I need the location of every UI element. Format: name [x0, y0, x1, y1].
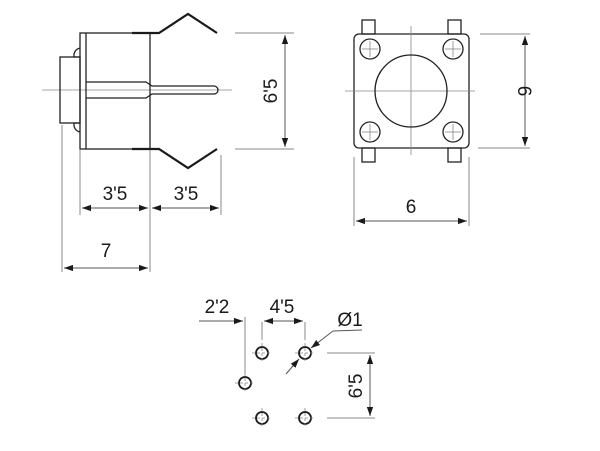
leg	[447, 19, 462, 35]
leg	[361, 147, 376, 163]
lead-left-label: 3'5	[103, 184, 128, 205]
top-view: 6 6	[345, 19, 534, 226]
center-pin	[86, 81, 219, 99]
actuator-circle	[374, 54, 448, 128]
footprint-holes	[235, 343, 315, 428]
leader-arrow	[310, 330, 334, 349]
leader-arrow-2	[285, 358, 300, 375]
footprint: 2'2 4'5 Ø1 6'5	[199, 297, 375, 428]
side-height-label: 6'5	[261, 79, 282, 104]
corner-holes	[359, 38, 464, 143]
side-view: 6'5 3'5 3'5 7	[42, 12, 294, 272]
body	[79, 32, 151, 150]
top-height-label: 6	[513, 86, 534, 97]
lead-right-label: 3'5	[174, 184, 199, 205]
offset-label: 2'2	[205, 297, 230, 318]
leg	[361, 19, 376, 35]
top-width-label: 6	[406, 197, 417, 218]
lead-bottom	[132, 147, 218, 170]
leader-line	[332, 329, 363, 332]
hole-diameter-label: Ø1	[337, 310, 362, 331]
pitch-x-label: 4'5	[270, 297, 295, 318]
leg	[447, 147, 462, 163]
bump-top	[73, 47, 81, 58]
bump-bottom	[73, 122, 81, 133]
total-label: 7	[101, 241, 112, 262]
pitch-y-label: 6'5	[346, 374, 367, 399]
lead-top	[132, 12, 218, 35]
